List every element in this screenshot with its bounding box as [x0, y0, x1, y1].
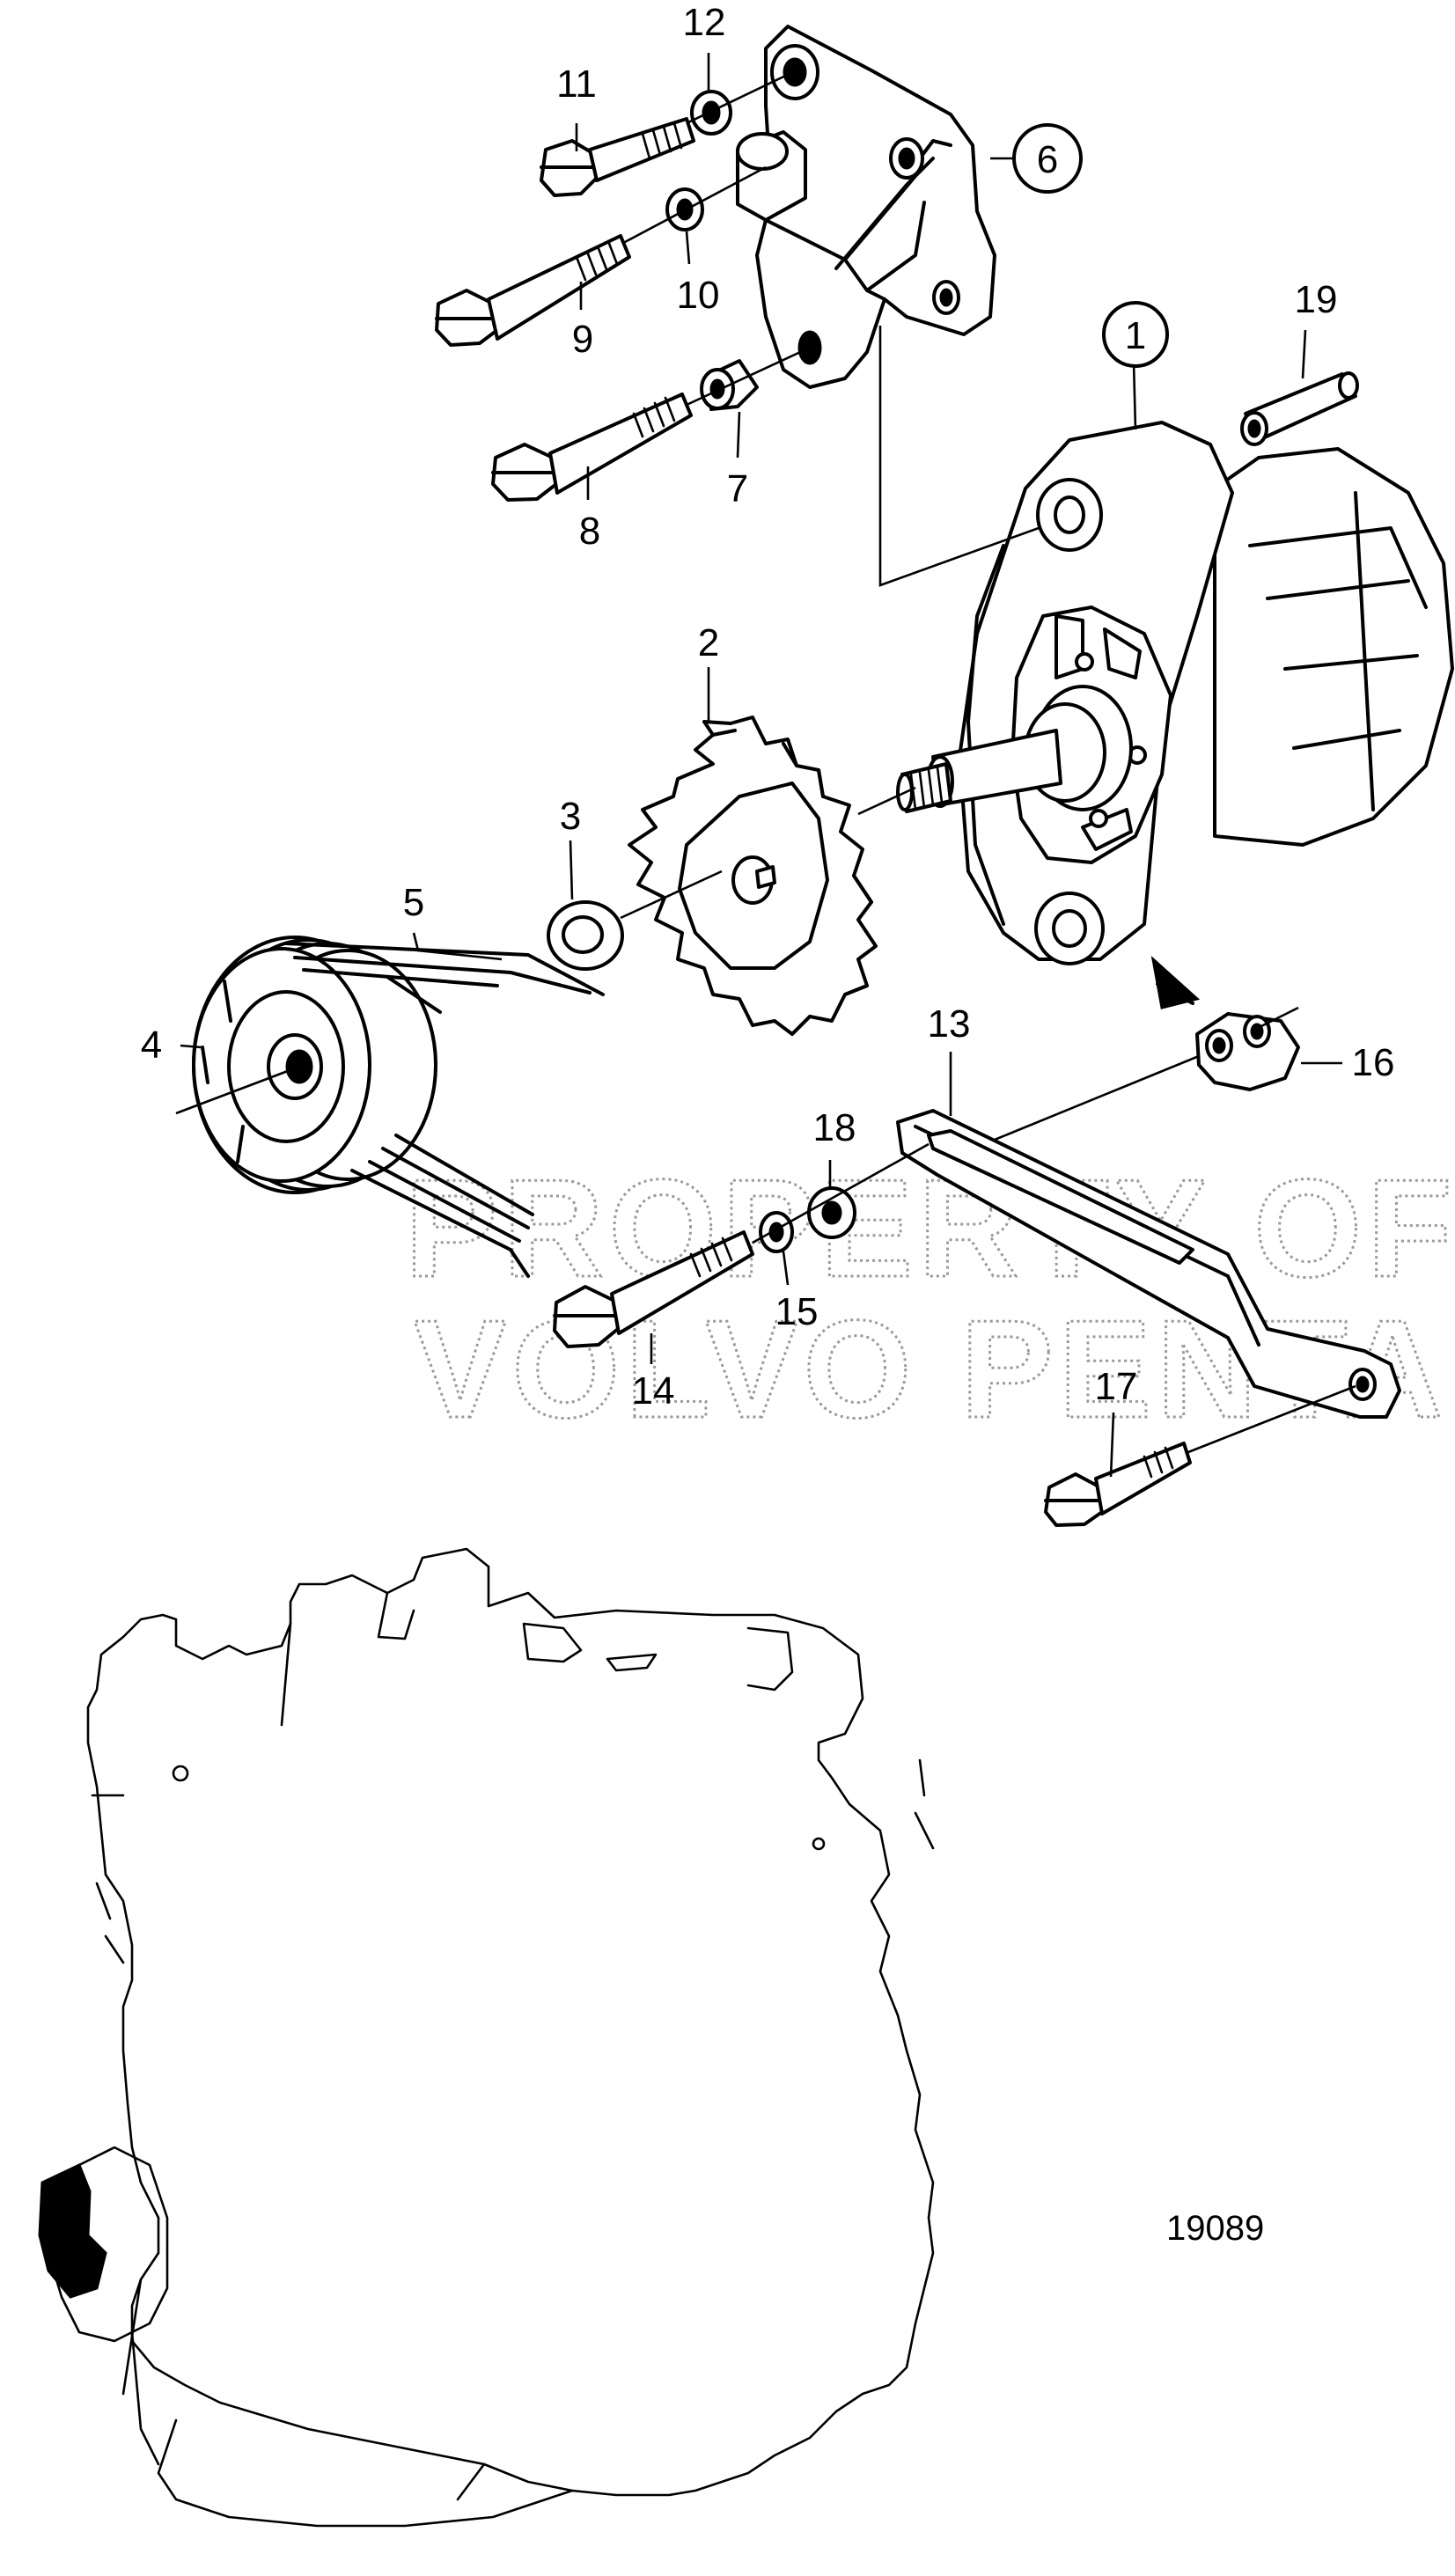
bolt-9: [435, 234, 631, 347]
callout-5: 5: [403, 881, 424, 924]
callout-12: 12: [683, 1, 726, 44]
callout-15: 15: [775, 1290, 819, 1333]
bolt-17: [1044, 1442, 1192, 1527]
washer-15: [759, 1211, 794, 1253]
clip-16-line: [1253, 1006, 1299, 1031]
fan-2: [628, 716, 878, 1036]
engine-outline: [38, 1547, 935, 2528]
spacer-7: [700, 359, 759, 411]
axis-line-17: [1187, 1384, 1356, 1454]
axis-line-11: [686, 69, 797, 125]
bolt-8: [491, 393, 693, 502]
callout-3: 3: [560, 795, 581, 838]
belt-5: [284, 942, 605, 1278]
callout-7: 7: [727, 467, 748, 510]
clip-16: [1195, 1012, 1300, 1091]
callout-11: 11: [556, 62, 597, 106]
callout-18: 18: [813, 1106, 856, 1149]
callout-10: 10: [677, 274, 720, 317]
callout-19: 19: [1295, 278, 1338, 321]
callout-circle-6: [1012, 123, 1083, 194]
clip-to-stay-line: [994, 1054, 1200, 1141]
washer-18: [807, 1186, 856, 1239]
axis-line-washer-3: [620, 870, 723, 920]
callout-numbers: 1 2 3 4 5 6 7 8 9 10 11 12 13 14 15 16 1…: [141, 1, 1395, 1413]
bracket-to-alternator-line: [878, 326, 1040, 587]
bolt-11: [540, 117, 695, 197]
callout-2: 2: [698, 621, 719, 664]
callout-8: 8: [579, 510, 600, 553]
direction-arrow: [1150, 955, 1201, 1009]
axis-line-fan: [857, 786, 916, 816]
callout-17: 17: [1095, 1365, 1138, 1408]
alternator: [896, 421, 1454, 965]
callout-leaders: [180, 53, 1342, 1478]
callout-4: 4: [141, 1024, 162, 1067]
axis-line-14: [752, 1142, 930, 1244]
axis-line-pulley: [175, 1065, 300, 1115]
washer-3: [547, 900, 624, 971]
pulley-4: [192, 936, 437, 1194]
callout-6: 6: [1037, 138, 1058, 181]
callout-9: 9: [572, 318, 593, 361]
callout-13: 13: [928, 1002, 971, 1046]
callout-circle-1: [1102, 301, 1169, 368]
axis-line-8: [686, 346, 811, 407]
bolt-14: [553, 1230, 754, 1348]
stay-bracket-13: [896, 1109, 1401, 1419]
callout-16: 16: [1352, 1041, 1395, 1084]
callout-14: 14: [632, 1369, 675, 1413]
figure-number: 19089: [1166, 2209, 1264, 2248]
axis-line-9: [624, 165, 767, 244]
pin-19: [1240, 371, 1359, 446]
callout-1: 1: [1125, 314, 1146, 357]
watermark-line-1: PROPERTY OF: [405, 1151, 1455, 1306]
